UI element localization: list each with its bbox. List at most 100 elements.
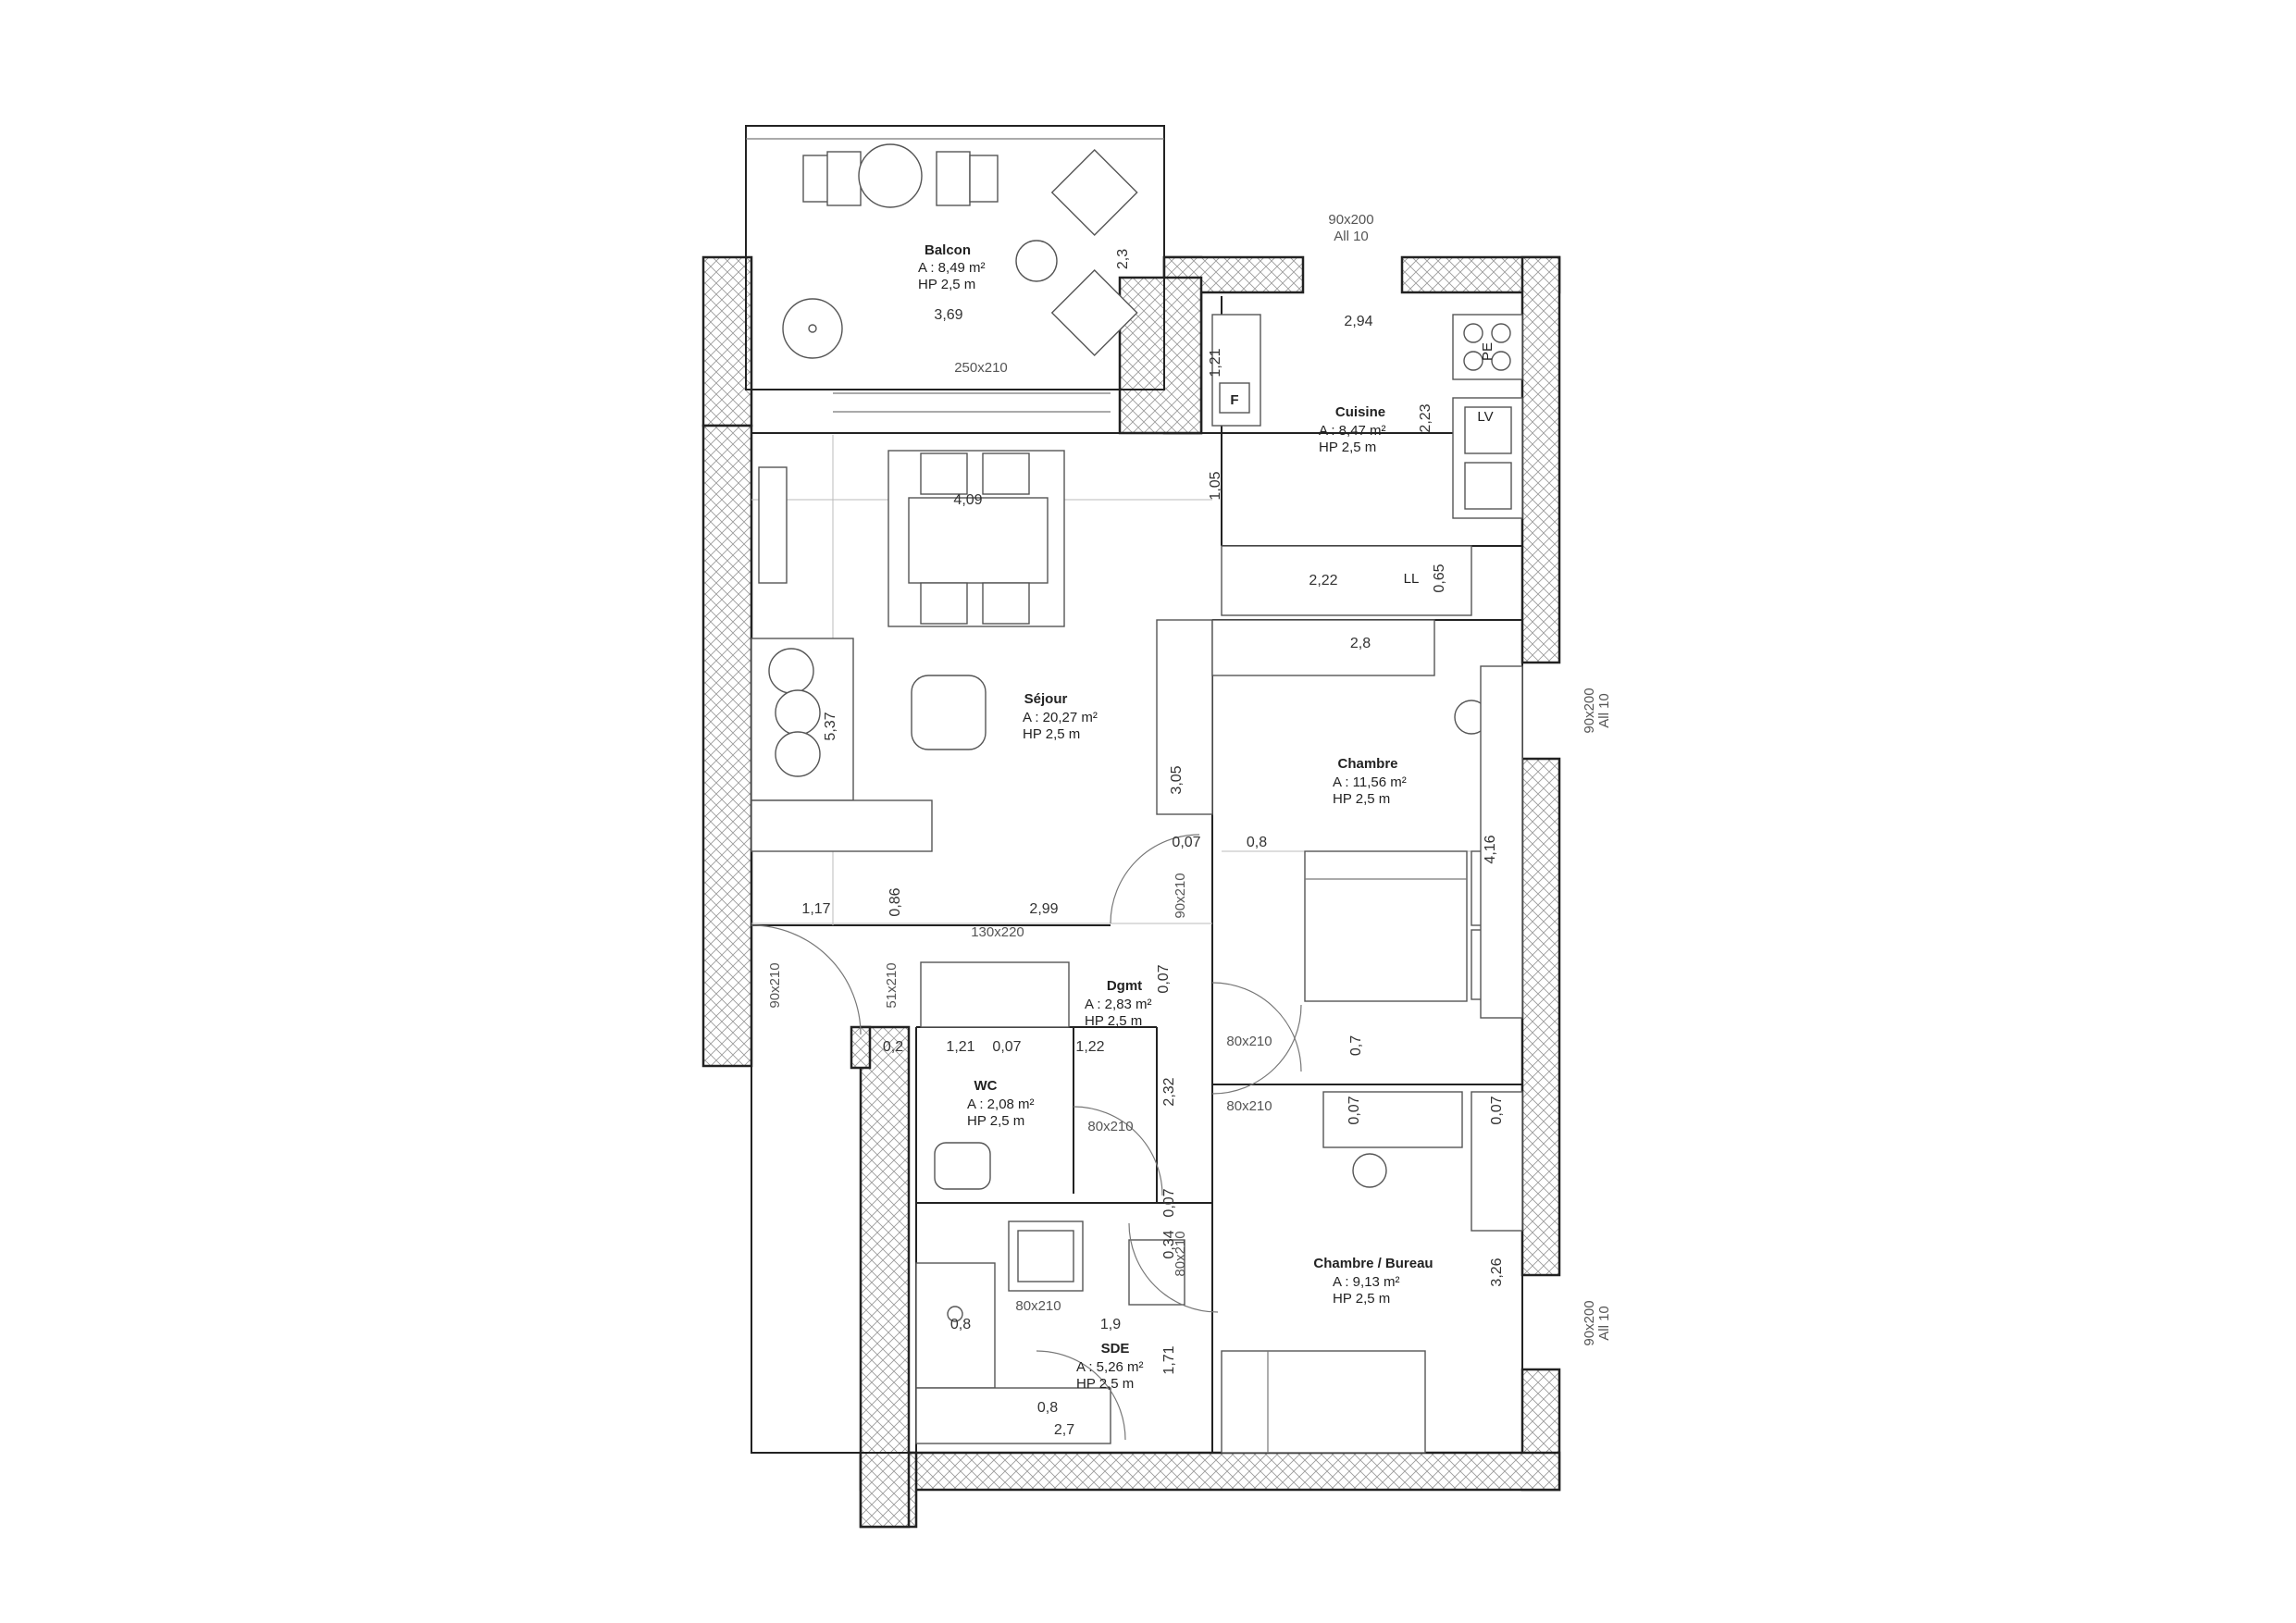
door-label-balcony: 250x210 bbox=[954, 360, 1008, 376]
room-name: Chambre / Bureau bbox=[1313, 1256, 1433, 1271]
dimension-label: 0,86 bbox=[887, 887, 903, 916]
dimension-label: 2,23 bbox=[1418, 403, 1433, 432]
door-label-entry: 90x210 bbox=[767, 962, 783, 1008]
room-name: Séjour bbox=[1024, 691, 1068, 707]
dimension-label: 0,8 bbox=[1247, 835, 1267, 850]
room-height: HP 2,5 m bbox=[918, 277, 975, 292]
dimension-label: 0,8 bbox=[1037, 1400, 1058, 1416]
room-height: HP 2,5 m bbox=[1076, 1376, 1134, 1392]
dimension-label: 0,2 bbox=[883, 1039, 903, 1055]
svg-text:90x200: 90x200 bbox=[1582, 688, 1597, 733]
dimension-label: 1,21 bbox=[1208, 348, 1223, 377]
room-area: A : 2,83 m² bbox=[1085, 997, 1152, 1012]
kitchen-fixtures bbox=[1156, 314, 1523, 815]
room-label-sejour: Séjour A : 20,27 m² HP 2,5 m bbox=[1023, 691, 1098, 742]
appliance-symbols: F PE LV LL bbox=[1219, 342, 1496, 587]
dimension-label: 1,05 bbox=[1208, 471, 1223, 500]
dimension-label: 0,07 bbox=[1156, 964, 1172, 993]
dimension-label: 2,3 bbox=[1115, 249, 1131, 269]
dimension-label: 0,07 bbox=[1489, 1096, 1505, 1124]
dimension-label: 1,9 bbox=[1100, 1317, 1121, 1332]
dimension-label: 5,37 bbox=[823, 712, 838, 740]
room-area: A : 20,27 m² bbox=[1023, 710, 1098, 725]
dimension-label: 2,99 bbox=[1029, 901, 1058, 917]
dimension-label: 0,07 bbox=[1161, 1188, 1177, 1217]
room-name: Dgmt bbox=[1107, 978, 1142, 994]
dimension-label: 3,26 bbox=[1489, 1258, 1505, 1286]
door-label-small: 51x210 bbox=[884, 962, 900, 1008]
fridge-symbol: F bbox=[1230, 392, 1238, 408]
room-height: HP 2,5 m bbox=[1333, 1291, 1390, 1307]
room-area: A : 9,13 m² bbox=[1333, 1274, 1400, 1290]
dimension-label: 4,09 bbox=[953, 492, 982, 508]
room-height: HP 2,5 m bbox=[1333, 791, 1390, 807]
room-label-chambre: Chambre A : 11,56 m² HP 2,5 m bbox=[1333, 756, 1407, 807]
window-label-top: 90x200 All 10 bbox=[1328, 212, 1373, 244]
room-label-sde: SDE A : 5,26 m² HP 2,5 m bbox=[1076, 1341, 1144, 1392]
dimension-label: 2,7 bbox=[1054, 1422, 1074, 1438]
door-label-wc: 80x210 bbox=[1087, 1119, 1133, 1134]
room-label-cuisine: Cuisine A : 8,47 m² HP 2,5 m bbox=[1319, 404, 1386, 455]
dimension-label: 2,32 bbox=[1161, 1077, 1177, 1106]
room-height: HP 2,5 m bbox=[1319, 440, 1376, 455]
dimension-label: 1,17 bbox=[801, 901, 830, 917]
room-name: WC bbox=[974, 1078, 998, 1094]
window-label-right1: 90x200 All 10 bbox=[1582, 688, 1612, 733]
door-label-closet: 130x220 bbox=[971, 924, 1024, 940]
room-area: A : 2,08 m² bbox=[967, 1096, 1035, 1112]
dimension-label: 4,16 bbox=[1483, 835, 1498, 863]
room-name: Balcon bbox=[925, 242, 971, 258]
dimension-label: 0,34 bbox=[1161, 1230, 1177, 1258]
room-area: A : 8,47 m² bbox=[1319, 423, 1386, 439]
window-label-right2: 90x200 All 10 bbox=[1582, 1300, 1612, 1345]
door-swings bbox=[751, 834, 1302, 1441]
room-name: Chambre bbox=[1337, 756, 1397, 772]
exterior-walls bbox=[701, 255, 1561, 1529]
dryer-symbol: LL bbox=[1404, 571, 1420, 587]
dimension-label: 0,07 bbox=[1172, 835, 1200, 850]
dimension-label: 0,07 bbox=[1347, 1096, 1362, 1124]
dimension-label: 3,69 bbox=[934, 307, 962, 323]
bathroom-fixtures bbox=[915, 961, 1185, 1444]
stove-symbol: PE bbox=[1480, 342, 1496, 361]
door-label-sde-left: 80x210 bbox=[1173, 1231, 1188, 1276]
room-label-balcon: Balcon A : 8,49 m² HP 2,5 m bbox=[918, 242, 986, 292]
svg-text:All 10: All 10 bbox=[1334, 229, 1369, 244]
svg-text:90x200: 90x200 bbox=[1582, 1300, 1597, 1345]
door-label-bureau: 80x210 bbox=[1226, 1098, 1272, 1114]
dimensions: 3,69 2,3 2,94 1,21 2,23 1,05 4,09 2,22 0… bbox=[801, 249, 1505, 1438]
bedroom-furniture bbox=[1304, 665, 1523, 1019]
svg-text:All 10: All 10 bbox=[1596, 1306, 1612, 1341]
dimension-label: 0,8 bbox=[950, 1317, 971, 1332]
dimension-label: 2,8 bbox=[1350, 636, 1371, 651]
washer-symbol: LV bbox=[1477, 409, 1493, 425]
room-area: A : 8,49 m² bbox=[918, 260, 986, 276]
dimension-label: 3,05 bbox=[1169, 765, 1185, 794]
dimension-label: 0,07 bbox=[992, 1039, 1021, 1055]
door-label-dgmt-right: 90x210 bbox=[1173, 873, 1188, 918]
room-name: Cuisine bbox=[1335, 404, 1385, 420]
svg-text:All 10: All 10 bbox=[1596, 693, 1612, 728]
room-height: HP 2,5 m bbox=[1023, 726, 1080, 742]
room-area: A : 5,26 m² bbox=[1076, 1359, 1144, 1375]
room-label-wc: WC A : 2,08 m² HP 2,5 m bbox=[967, 1078, 1035, 1129]
room-height: HP 2,5 m bbox=[1085, 1013, 1142, 1029]
dimension-label: 0,65 bbox=[1432, 564, 1447, 592]
dimension-label: 1,22 bbox=[1075, 1039, 1104, 1055]
room-area: A : 11,56 m² bbox=[1333, 774, 1407, 790]
door-label-chambre: 80x210 bbox=[1226, 1034, 1272, 1049]
svg-text:90x200: 90x200 bbox=[1328, 212, 1373, 228]
balcony bbox=[745, 125, 1165, 413]
room-name: SDE bbox=[1101, 1341, 1130, 1357]
door-label-sde-top: 80x210 bbox=[1015, 1298, 1061, 1314]
dimension-label: 0,7 bbox=[1348, 1035, 1364, 1056]
room-label-bureau: Chambre / Bureau A : 9,13 m² HP 2,5 m bbox=[1313, 1256, 1433, 1307]
room-label-dgmt: Dgmt A : 2,83 m² HP 2,5 m bbox=[1085, 978, 1152, 1029]
dimension-label: 2,22 bbox=[1309, 573, 1337, 588]
dimension-label: 1,21 bbox=[946, 1039, 974, 1055]
room-height: HP 2,5 m bbox=[967, 1113, 1024, 1129]
dimension-label: 1,71 bbox=[1161, 1345, 1177, 1374]
living-furniture bbox=[751, 450, 1065, 852]
dimension-label: 2,94 bbox=[1344, 314, 1372, 329]
